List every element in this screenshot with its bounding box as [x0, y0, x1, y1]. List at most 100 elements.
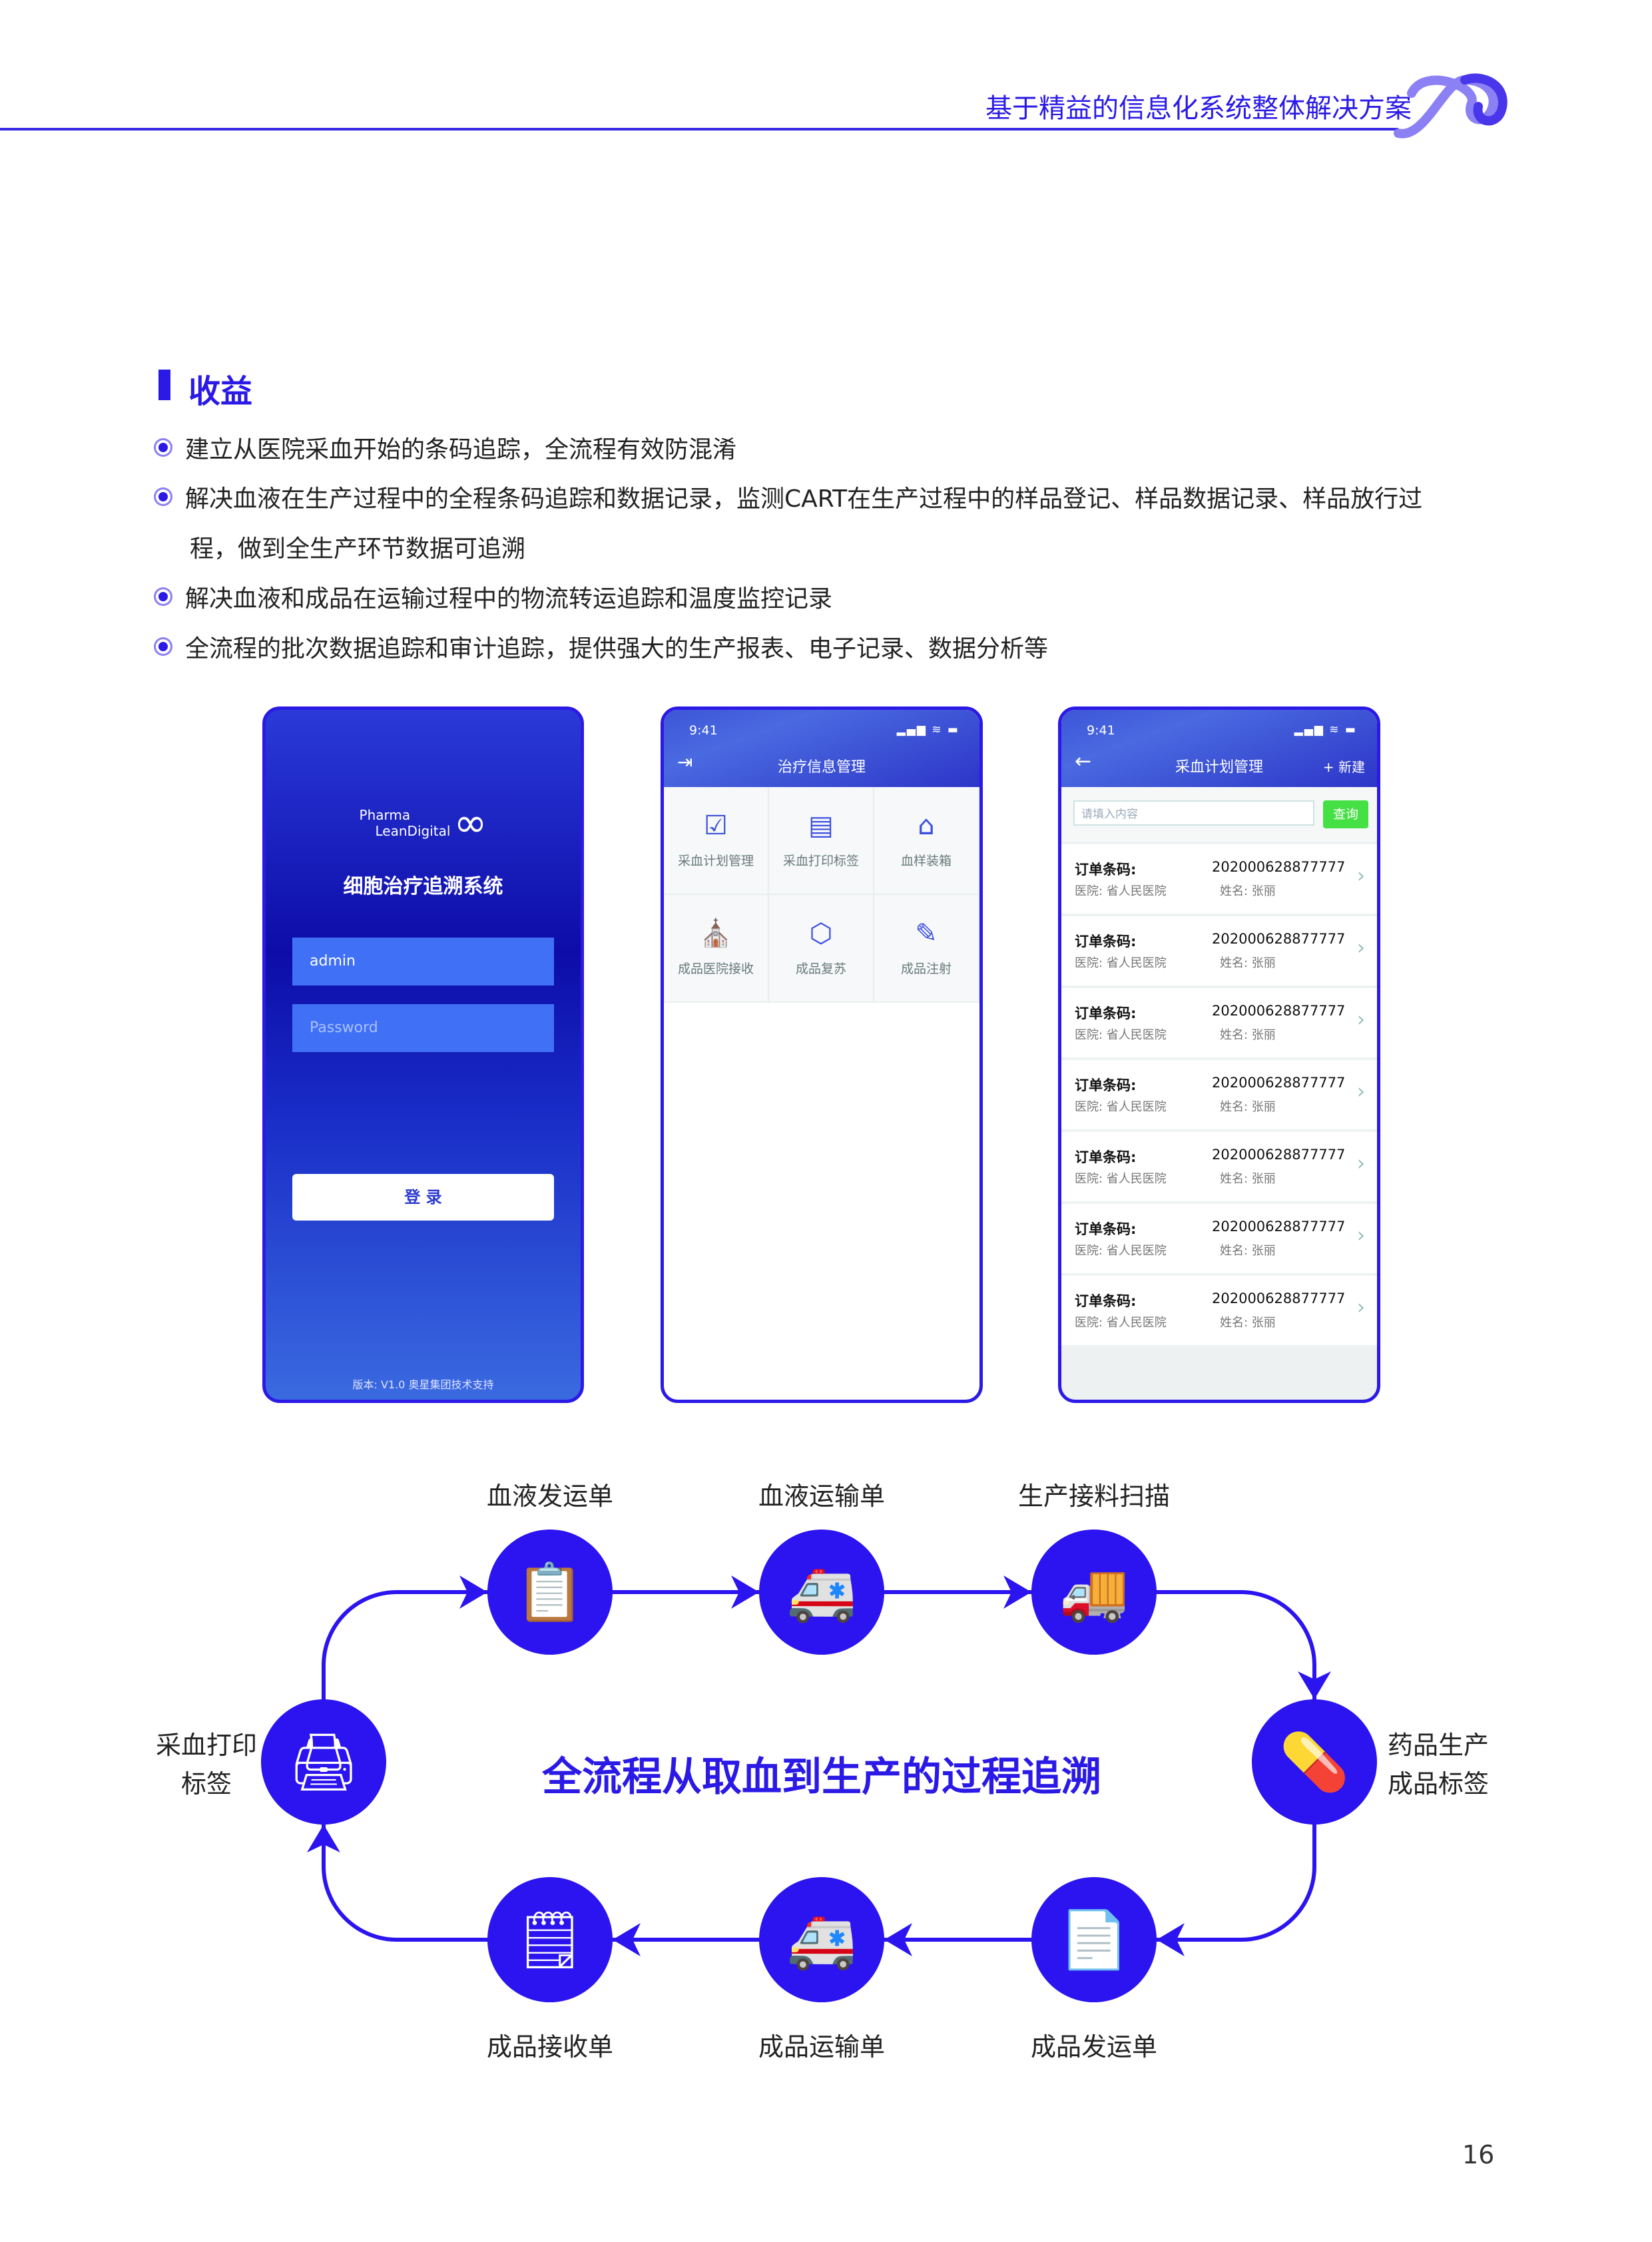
hospital-text: 医院: 省人民医院 — [1075, 1100, 1167, 1114]
receipt-check-icon: 🗒 — [487, 1877, 613, 2002]
medical-report-icon: 📄 — [1031, 1877, 1157, 2002]
box-icon: ⌂ — [918, 810, 935, 841]
chevron-right-icon: › — [1357, 864, 1365, 888]
phone-header: 9:41 ▂▄▆ ≋ ▬ ⇥ 治疗信息管理 — [664, 710, 979, 787]
checklist-icon: ☑ — [704, 810, 728, 841]
step-label: 采血打印 — [155, 1731, 258, 1760]
arrow-up-icon — [307, 1824, 340, 1852]
logo-text: LeanDigital — [375, 823, 451, 839]
status-icons: ▂▄▆ ≋ ▬ — [1294, 723, 1357, 736]
menu-label: 血样装箱 — [900, 853, 952, 868]
hospital-text: 医院: 省人民医院 — [1075, 1244, 1167, 1258]
clipboard-truck-icon: 🚚 — [1031, 1530, 1157, 1655]
patient-name: 姓名: 张丽 — [1220, 1100, 1276, 1114]
app-title: 细胞治疗追溯系统 — [343, 875, 503, 898]
search-input[interactable]: 请填入内容 — [1073, 800, 1314, 826]
bullet-icon — [158, 592, 168, 601]
patient-name: 姓名: 张丽 — [1220, 1316, 1276, 1330]
menu-grid: ☑采血计划管理 ▤ 采血打印标签 ⌂ 血样装箱 ⛪ 成品医院接收 ⬡成品复苏 ✎成品注… — [664, 787, 979, 1003]
hospital-icon: ⛪ — [699, 918, 732, 949]
login-logo: Pharma LeanDigital ∞ — [266, 800, 581, 846]
infinity-icon: ∞ — [453, 800, 487, 846]
hospital-text: 医院: 省人民医院 — [1075, 1028, 1167, 1042]
menu-phone-screen: 9:41 ▂▄▆ ≋ ▬ ⇥ 治疗信息管理 ☑采血计划管理 ▤ 采血打印标签 ⌂ 血… — [661, 706, 983, 1403]
step-label: 血液发运单 — [486, 1482, 614, 1511]
order-code-label: 订单条码: — [1075, 1149, 1137, 1165]
chevron-right-icon: › — [1357, 1296, 1365, 1319]
ambulance-icon: 🚑 — [759, 1877, 884, 2002]
bullet-item: 解决血液和成品在运输过程中的物流转运追踪和温度监控记录 — [154, 579, 832, 614]
order-code-label: 订单条码: — [1075, 1221, 1137, 1237]
step-label: 药品生产 — [1387, 1731, 1490, 1760]
header-title: 基于精益的信息化系统整体解决方案 — [985, 93, 1412, 124]
arrow-right-icon — [731, 1575, 759, 1609]
hospital-text: 医院: 省人民医院 — [1075, 884, 1167, 898]
page-number: 16 — [1462, 2140, 1495, 2169]
phone-header: 9:41 ▂▄▆ ≋ ▬ ← 采血计划管理 + 新建 — [1061, 710, 1377, 787]
password-input[interactable]: Password — [292, 1004, 554, 1052]
search-button[interactable]: 查询 — [1323, 800, 1368, 828]
bullet-continuation: 程，做到全生产环节数据可追溯 — [190, 535, 526, 563]
bullet-text: 建立从医院采血开始的条码追踪，全流程有效防混淆 — [185, 436, 737, 463]
step-label: 成品接收单 — [486, 2032, 614, 2062]
chevron-right-icon: › — [1357, 1008, 1365, 1031]
hospital-text: 医院: 省人民医院 — [1075, 1172, 1167, 1186]
menu-label: 成品医院接收 — [677, 961, 754, 976]
infinity-logo-icon — [1394, 73, 1508, 139]
phone-title: 治疗信息管理 — [777, 759, 866, 776]
flow-center-title: 全流程从取血到生产的过程追溯 — [542, 1754, 1101, 1801]
bullet-text: 解决血液在生产过程中的全程条码追踪和数据记录，监测CART在生产过程中的样品登记… — [185, 485, 1423, 513]
header-rule — [0, 128, 1398, 131]
hospital-text: 医院: 省人民医院 — [1075, 956, 1167, 970]
clipboard-icon: 📋 — [487, 1530, 613, 1655]
order-code-label: 订单条码: — [1075, 1077, 1137, 1093]
order-code-value: 202000628877777 — [1212, 1147, 1346, 1163]
step-label: 成品发运单 — [1030, 2032, 1158, 2062]
login-button[interactable]: 登 录 — [292, 1174, 554, 1221]
label-icon: ▤ — [808, 810, 834, 841]
section-marker — [158, 370, 170, 400]
arrow-left-icon — [1157, 1923, 1185, 1956]
menu-item-hospital-receive[interactable]: ⛪ 成品医院接收 — [664, 895, 769, 1003]
bullet-item: 全流程的批次数据追踪和审计追踪，提供强大的生产报表、电子记录、数据分析等 — [154, 629, 1048, 664]
hospital-text: 医院: 省人民医院 — [1075, 1316, 1167, 1330]
order-code-label: 订单条码: — [1075, 934, 1137, 950]
arrow-left-icon — [613, 1923, 641, 1956]
logout-icon[interactable]: ⇥ — [677, 751, 693, 773]
patient-name: 姓名: 张丽 — [1220, 956, 1276, 970]
menu-label: 采血打印标签 — [782, 853, 859, 868]
new-button[interactable]: + 新建 — [1322, 759, 1365, 775]
step-label: 成品运输单 — [758, 2032, 886, 2062]
chevron-right-icon: › — [1357, 1224, 1365, 1247]
order-code-label: 订单条码: — [1075, 1293, 1137, 1309]
menu-item-injection[interactable]: ✎成品注射 — [874, 895, 979, 1003]
chevron-right-icon: › — [1357, 1080, 1365, 1103]
patient-name: 姓名: 张丽 — [1220, 1172, 1276, 1186]
username-input[interactable]: admin — [292, 938, 554, 985]
status-time: 9:41 — [1087, 723, 1115, 738]
menu-item-recovery[interactable]: ⬡成品复苏 — [769, 895, 874, 1003]
bullet-icon — [158, 443, 168, 452]
order-code-value: 202000628877777 — [1212, 931, 1346, 947]
patient-name: 姓名: 张丽 — [1220, 884, 1276, 898]
login-phone-screen: Pharma LeanDigital ∞ 细胞治疗追溯系统 admin Pass… — [262, 706, 584, 1403]
menu-item-blood-plan[interactable]: ☑采血计划管理 — [664, 787, 769, 895]
menu-item-boxing[interactable]: ⌂ 血样装箱 — [874, 787, 979, 895]
list-phone-screen: 9:41 ▂▄▆ ≋ ▬ ← 采血计划管理 + 新建 请填入内容 查询 订单条码… — [1058, 706, 1380, 1403]
patient-name: 姓名: 张丽 — [1220, 1244, 1276, 1258]
bullet-icon — [158, 642, 168, 651]
back-arrow-icon[interactable]: ← — [1075, 750, 1092, 773]
section-title: 收益 — [188, 373, 253, 410]
step-label: 标签 — [180, 1769, 232, 1799]
menu-item-print-label[interactable]: ▤ 采血打印标签 — [769, 787, 874, 895]
menu-label: 成品复苏 — [795, 961, 846, 976]
arrow-down-icon — [1298, 1671, 1331, 1699]
patient-name: 姓名: 张丽 — [1220, 1028, 1276, 1042]
